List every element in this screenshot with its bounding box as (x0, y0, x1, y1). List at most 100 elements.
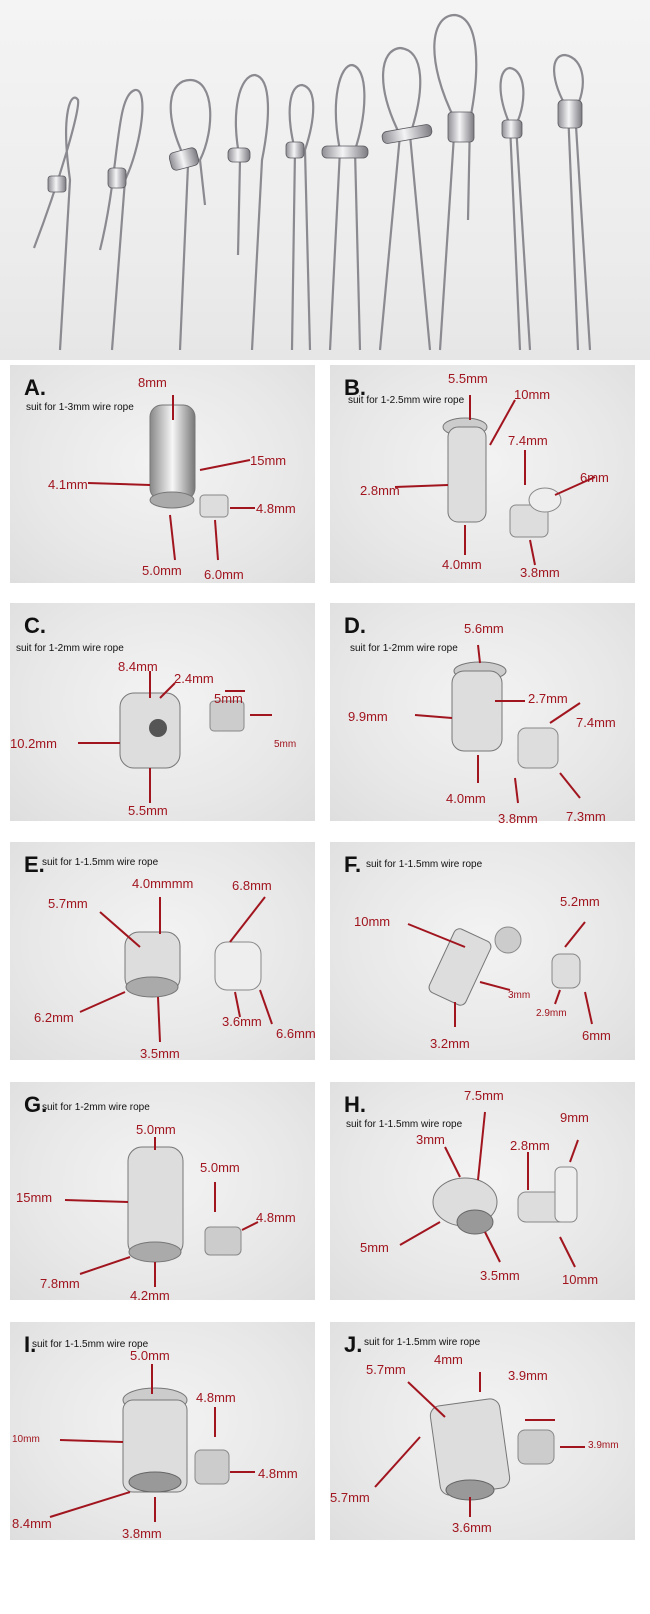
dim-label: 5.7mm (366, 1362, 406, 1377)
dim-label: 8mm (138, 375, 167, 390)
suit-label: suit for 1-1.5mm wire rope (346, 1119, 463, 1130)
dim-label: 5mm (360, 1240, 389, 1255)
gripper-3 (168, 147, 200, 171)
dim-label: 4.8mm (196, 1390, 236, 1405)
dim-label: 5.5mm (128, 803, 168, 818)
gripper-2 (107, 167, 127, 189)
wire-loops-illustration (32, 13, 592, 351)
panel-letter: J. (344, 1332, 363, 1357)
dim-label: 6.8mm (232, 878, 272, 893)
panel-j: J. suit for 1-1.5mm wire rope 4mm 5.7mm … (330, 1322, 635, 1540)
panel-b: B. suit for 1-2.5mm wire rope 5.5mm 10mm… (330, 365, 635, 583)
product-photo-wire-loops (0, 0, 650, 360)
dim-label: 4.8mm (256, 501, 296, 516)
dim-label: 5.0mm (130, 1348, 170, 1363)
dim-label: 3mm (416, 1132, 445, 1147)
gripper-d-diagram (414, 644, 581, 804)
dim-label: 6.6mm (276, 1026, 316, 1041)
dim-label: 3.6mm (452, 1520, 492, 1535)
dim-label: 2.7mm (528, 691, 568, 706)
dim-label: 7.5mm (464, 1088, 504, 1103)
dim-label: 5.0mm (200, 1160, 240, 1175)
gripper-b-diagram (394, 395, 596, 566)
dim-label: 4.8mm (256, 1210, 296, 1225)
panel-letter: B. (344, 375, 366, 400)
dim-label: 7.8mm (40, 1276, 80, 1291)
dim-label: 4.0mm (442, 557, 482, 572)
gripper-9 (501, 119, 523, 139)
dim-label: 5.7mm (330, 1490, 370, 1505)
gripper-f-diagram (407, 921, 593, 1027)
gripper-a-diagram (87, 395, 255, 561)
gripper-5 (285, 141, 305, 159)
dim-label: 6.0mm (204, 567, 244, 582)
dim-label: 8.4mm (12, 1516, 52, 1531)
panel-letter: F. (344, 852, 362, 877)
dim-label: 5.0mm (136, 1122, 176, 1137)
panel-g: G. suit for 1-2mm wire rope 5.0mm 5.0mm … (10, 1082, 315, 1303)
panel-letter: I. (24, 1332, 37, 1357)
dim-label: 3.2mm (430, 1036, 470, 1051)
dim-label: 3.5mm (480, 1268, 520, 1283)
dim-label: 4.0mm (446, 791, 486, 806)
gripper-i-diagram (49, 1364, 255, 1522)
panel-letter: E. (24, 852, 45, 877)
dim-label: 10mm (354, 914, 391, 929)
dim-label: 3.8mm (122, 1526, 162, 1541)
dim-label: 3.8mm (520, 565, 560, 580)
dim-label: 10mm (562, 1272, 599, 1287)
suit-label: suit for 1-1.5mm wire rope (364, 1337, 481, 1348)
dim-label: 6mm (580, 470, 609, 485)
dim-label: 9.9mm (348, 709, 388, 724)
suit-label: suit for 1-2.5mm wire rope (348, 395, 465, 406)
panel-e: E. suit for 1-1.5mm wire rope 4.0mmmm 6.… (10, 842, 316, 1061)
dim-label: 3.8mm (498, 811, 538, 826)
gripper-g-diagram (64, 1137, 259, 1287)
panel-h: H. suit for 1-1.5mm wire rope 7.5mm 9mm … (330, 1082, 635, 1300)
dim-label: 2.8mm (360, 483, 400, 498)
suit-label: suit for 1-3mm wire rope (26, 402, 134, 413)
dim-label: 4.1mm (48, 477, 88, 492)
suit-label: suit for 1-1.5mm wire rope (366, 859, 483, 870)
dim-label: 5.6mm (464, 621, 504, 636)
dim-label: 3.6mm (222, 1014, 262, 1029)
dim-label: 7.4mm (508, 433, 548, 448)
dim-label: 15mm (250, 453, 287, 468)
dim-label: 4mm (434, 1352, 463, 1367)
dim-label: 2.8mm (510, 1138, 550, 1153)
panel-letter: D. (344, 613, 366, 638)
gripper-8 (447, 111, 475, 143)
dim-label: 5mm (274, 739, 297, 750)
gripper-6 (321, 145, 369, 159)
dim-label: 5mm (214, 691, 243, 706)
suit-label: suit for 1-1.5mm wire rope (42, 857, 159, 868)
panel-i: I. suit for 1-1.5mm wire rope 5.0mm 4.8m… (10, 1322, 315, 1541)
suit-label: suit for 1-1.5mm wire rope (32, 1339, 149, 1350)
gripper-e-diagram (79, 896, 273, 1043)
dim-label: 15mm (16, 1190, 53, 1205)
dim-label: 10mm (12, 1434, 40, 1445)
panel-f: F. suit for 1-1.5mm wire rope 10mm 5.2mm… (330, 842, 635, 1060)
gripper-c-diagram (78, 671, 272, 803)
gripper-4 (227, 147, 251, 163)
dim-label: 6mm (582, 1028, 611, 1043)
dim-label: 10mm (514, 387, 551, 402)
panel-letter: A. (24, 375, 46, 400)
gripper-1 (47, 175, 67, 193)
dim-label: 7.3mm (566, 809, 606, 824)
gripper-h-diagram (399, 1111, 579, 1268)
dim-label: 8.4mm (118, 659, 158, 674)
suit-label: suit for 1-2mm wire rope (350, 643, 458, 654)
gripper-j-diagram (374, 1372, 585, 1517)
dim-label: 3.9mm (588, 1440, 619, 1451)
dim-label: 10.2mm (10, 736, 57, 751)
dim-label: 2.4mm (174, 671, 214, 686)
dim-label: 2.9mm (536, 1008, 567, 1019)
dim-label: 4.8mm (258, 1466, 298, 1481)
dim-label: 6.2mm (34, 1010, 74, 1025)
panel-d: D. suit for 1-2mm wire rope 5.6mm 2.7mm … (330, 603, 635, 826)
dim-label: 4.0mmmm (132, 876, 194, 891)
suit-label: suit for 1-2mm wire rope (16, 643, 124, 654)
dim-label: 5.5mm (448, 371, 488, 386)
suit-label: suit for 1-2mm wire rope (42, 1102, 150, 1113)
